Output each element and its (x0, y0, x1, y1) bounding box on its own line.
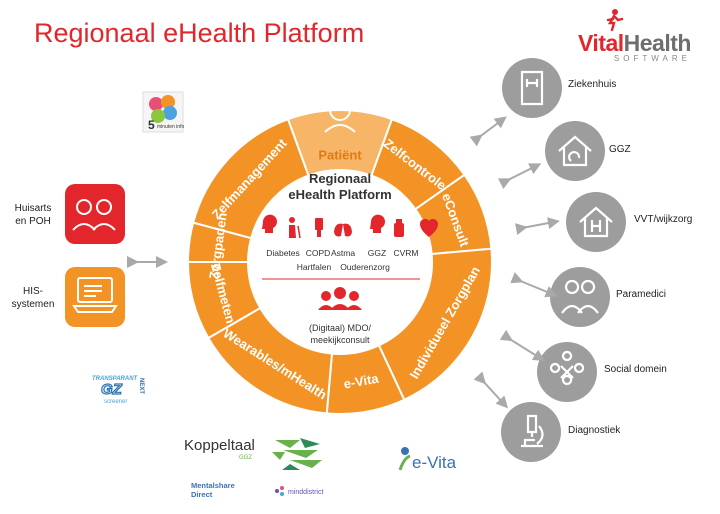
gz-screener-logo: TRANSPARANT GZ NEXT screener (92, 376, 144, 405)
huisarts-tile (65, 184, 125, 244)
diagnostiek-icon (521, 414, 544, 448)
right-node-label: Social domein (604, 364, 667, 375)
koppeltaal-shapes (272, 440, 322, 468)
mentalshare-logo: Mentalshare Direct (191, 481, 235, 499)
mentalshare-line1: Mentalshare (191, 481, 235, 490)
vitalhealth-vital: Vital (578, 30, 624, 56)
conditions-row2: Hartfalen Ouderenzorg (297, 262, 390, 272)
huisarts-line2: en POH (15, 216, 51, 227)
five-minutes-logo: 5 minuten info (142, 91, 184, 133)
right-node-label: Ziekenhuis (568, 79, 617, 90)
ring-label: Patiënt (318, 147, 362, 162)
ggz-icon (558, 135, 592, 167)
lungs-icon (334, 220, 352, 237)
mentalshare-line2: Direct (191, 490, 213, 499)
vitalhealth-software: SOFTWARE (613, 54, 691, 63)
connection-arrow (510, 272, 558, 298)
right-node-circle (566, 192, 626, 252)
condition-icons (262, 214, 438, 239)
ggz-head-icon (370, 214, 385, 233)
mdo-line1: (Digitaal) MDO/ (309, 323, 372, 333)
minddistrict-logo: minddistrict (275, 486, 323, 496)
koppeltaal-text: Koppeltaal (184, 437, 255, 454)
ring-segments (186, 109, 493, 415)
running-figure-icon (606, 9, 624, 32)
doctors-icon (72, 199, 116, 231)
condition-label: Astma (331, 248, 355, 258)
connection-arrow (514, 217, 560, 236)
heart-icon (420, 218, 438, 237)
vitalhealth-health: Health (623, 30, 692, 56)
right-node-circle (550, 267, 610, 327)
condition-label: CVRM (393, 248, 418, 258)
condition-label: GGZ (368, 248, 386, 258)
huisarts-line1: Huisarts (14, 203, 52, 214)
vvt-icon (579, 206, 613, 238)
his-label: HIS- systemen (8, 285, 58, 311)
center-title-line1: Regionaal (309, 171, 371, 186)
huisarts-label: Huisarts en POH (8, 202, 58, 228)
right-node-label: VVT/wijkzorg (634, 214, 693, 225)
koppeltaal-sub: GGZ (239, 455, 252, 461)
ring-label: e-Vita (342, 371, 380, 392)
minddistrict-text: minddistrict (288, 489, 323, 496)
connection-arrow (473, 371, 509, 409)
right-node-circle (502, 58, 562, 118)
koppeltaal-logo: Koppeltaal GGZ (184, 437, 322, 470)
condition-label: Hartfalen (297, 262, 332, 272)
right-node-label: Paramedici (616, 289, 667, 300)
bottle-icon (394, 219, 404, 237)
five-minutes-number: 5 (148, 118, 155, 132)
evita-logo-text: e-Vita (412, 453, 457, 472)
icon-path (549, 350, 585, 386)
condition-label: Ouderenzorg (340, 262, 390, 272)
icon-path (520, 70, 544, 106)
page-title: Regionaal eHealth Platform (34, 18, 365, 48)
inhaler-icon (315, 218, 323, 237)
social-icon (549, 350, 585, 386)
condition-label: Diabetes (266, 248, 300, 258)
gz-text: GZ (101, 381, 123, 398)
team-icon (318, 287, 362, 310)
paramedici-icon (561, 279, 599, 314)
evita-logo: e-Vita (398, 447, 457, 472)
hospital-icon (520, 70, 544, 106)
connection-arrow (497, 163, 542, 190)
condition-label: COPD (306, 248, 331, 258)
vitalhealth-logo: VitalHealth SOFTWARE (578, 9, 692, 63)
icon-path (579, 206, 613, 238)
his-line2: systemen (11, 299, 55, 310)
icon-path (561, 279, 599, 314)
koppeltaal-shapes-dark (282, 438, 320, 470)
icon-path (558, 135, 592, 167)
right-node-label: Diagnostiek (568, 425, 621, 436)
computer-icon (72, 277, 118, 313)
mdo-line2: meekijkconsult (310, 335, 370, 345)
five-minutes-text: minuten info (157, 124, 184, 130)
icon-path (521, 414, 544, 448)
transparant-text: TRANSPARANT (92, 376, 139, 382)
connection-arrow (499, 329, 546, 362)
patient-icon (324, 99, 356, 133)
center-disc (248, 170, 432, 354)
right-nodes (469, 58, 626, 462)
head-icon (262, 214, 277, 233)
his-line1: HIS- (23, 286, 43, 297)
elderly-icon (289, 217, 301, 239)
screener-text: screener (104, 399, 127, 405)
right-node-label: GGZ (609, 144, 631, 155)
connection-arrow (469, 116, 507, 147)
next-text: NEXT (138, 378, 144, 394)
center-title-line2: eHealth Platform (288, 187, 391, 202)
